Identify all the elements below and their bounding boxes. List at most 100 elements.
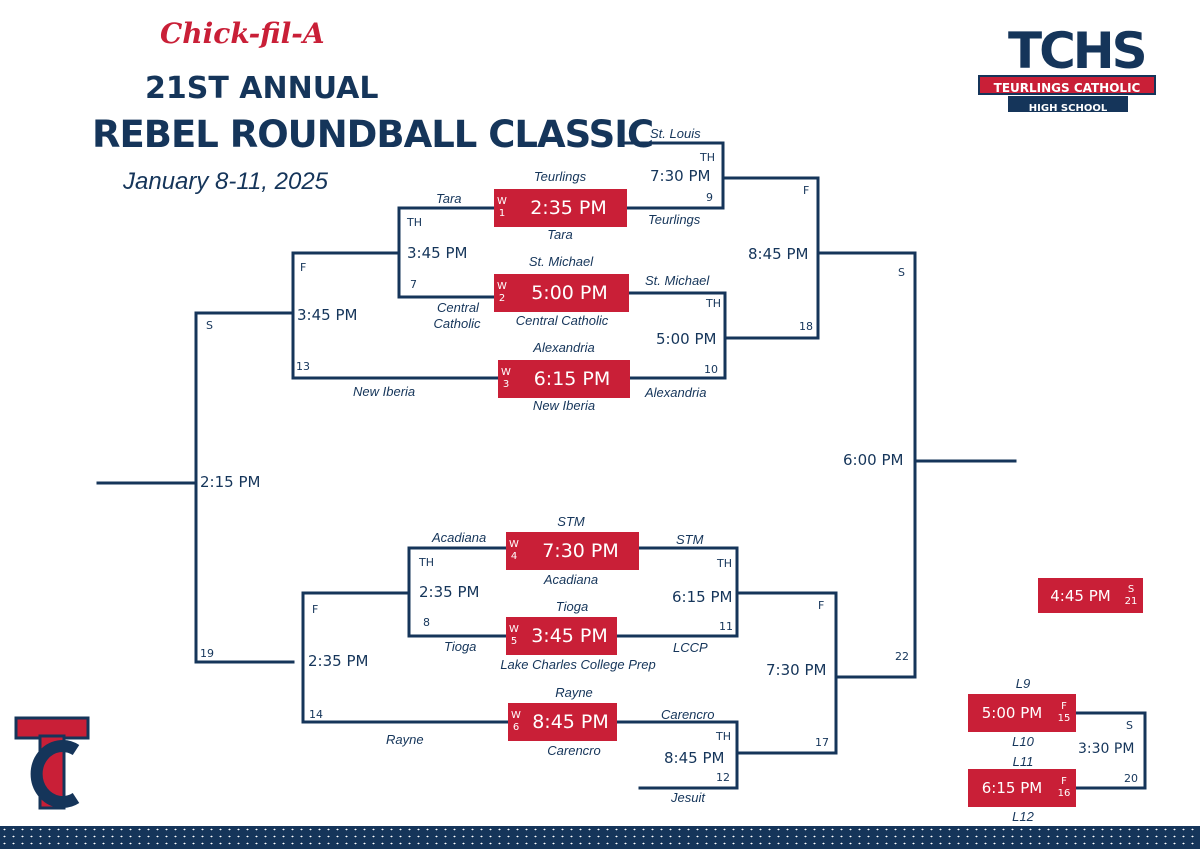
game-17-number: 17 [815, 736, 829, 749]
game-1-day: W [497, 196, 507, 207]
game-21-number: 21 [1124, 595, 1138, 607]
game-12-time: 8:45 PM [664, 749, 725, 767]
game-5-day: W [509, 624, 519, 635]
game-8-day: TH [419, 556, 434, 569]
school-name-line2: HIGH SCHOOL [1028, 103, 1108, 114]
game-9-top-team: St. Louis [650, 126, 701, 141]
game-3-day: W [501, 367, 511, 378]
game-4-day: W [509, 539, 519, 550]
game-13-bottom-team: New Iberia [353, 384, 416, 399]
tc-monogram-logo [14, 716, 90, 810]
game-13-time: 3:45 PM [297, 306, 358, 324]
game-13-day: F [300, 261, 307, 274]
game-15-day: F [1061, 701, 1067, 712]
game-15-bottom-team: L10 [1012, 734, 1034, 749]
game-4-number: 4 [510, 551, 518, 562]
game-7-day: TH [407, 216, 422, 229]
game-9-time: 7:30 PM [650, 167, 711, 185]
game-19-day: S [206, 319, 213, 332]
game-2-number: 2 [498, 293, 506, 304]
game-10-day: TH [706, 297, 721, 310]
game-6-day: W [511, 710, 521, 721]
game-14-number: 14 [309, 708, 323, 721]
game-16-top-team: L11 [1012, 754, 1034, 769]
game-11-bottom-team: LCCP [673, 640, 708, 655]
game-17-time: 7:30 PM [766, 661, 827, 679]
game-10-time: 5:00 PM [656, 330, 717, 348]
game-16-number: 16 [1057, 788, 1071, 799]
game-18-time: 8:45 PM [748, 245, 809, 263]
game-16-time: 6:15 PM [981, 779, 1043, 797]
game-7-number: 7 [410, 278, 417, 291]
sponsor-logo: Chick-fil-A [160, 17, 325, 50]
game-8-bottom-team: Tioga [444, 639, 477, 654]
game-19-time: 2:15 PM [200, 473, 261, 491]
game-11-number: 11 [719, 620, 733, 633]
game-5-top-team: Tioga [555, 599, 589, 614]
school-abbr: TCHS [1008, 22, 1148, 80]
game-14-bottom-team: Rayne [386, 732, 424, 747]
game-6-bottom-team: Carencro [547, 743, 601, 758]
game-1-number: 1 [498, 208, 506, 219]
game-9-day: TH [700, 151, 715, 164]
game-2-top-team: St. Michael [528, 254, 594, 269]
game-3-bottom-team: New Iberia [532, 398, 596, 413]
game-2-bottom-team: Central Catholic [515, 313, 609, 328]
game-22-time: 6:00 PM [843, 451, 904, 469]
game-21-time: 4:45 PM [1050, 586, 1111, 605]
game-20-number: 20 [1124, 772, 1138, 785]
edition-label: 21ST ANNUAL [145, 71, 379, 106]
event-dates: January 8-11, 2025 [123, 168, 329, 195]
game-7-bottom-team-l1: Central [437, 300, 479, 315]
game-20-day: S [1126, 719, 1133, 732]
game-11-day: TH [717, 557, 732, 570]
game-14-time: 2:35 PM [308, 652, 369, 670]
game-15-number: 15 [1057, 713, 1071, 724]
game-22-number: 22 [895, 650, 909, 663]
game-7-bottom-team-l2: Catholic [433, 316, 481, 331]
game-16-day: F [1061, 776, 1067, 787]
game-3-number: 3 [502, 379, 510, 390]
game-5-time: 3:45 PM [531, 625, 608, 647]
game-4-bottom-team: Acadiana [543, 572, 599, 587]
game-4-top-team: STM [557, 514, 585, 529]
game-3-top-team: Alexandria [533, 340, 595, 355]
game-8-number: 8 [423, 616, 430, 629]
game-1-top-team: Teurlings [533, 169, 587, 184]
game-5-bottom-team: Lake Charles College Prep [500, 657, 656, 672]
school-name-banner: TEURLINGS CATHOLIC [978, 75, 1156, 95]
school-logo: TCHS TEURLINGS CATHOLIC HIGH SCHOOL [978, 26, 1163, 116]
monogram-graphic [14, 716, 90, 810]
game-13-number: 13 [296, 360, 310, 373]
game-12-day: TH [716, 730, 731, 743]
game-10-top-team: St. Michael [645, 273, 710, 288]
game-5-number: 5 [510, 636, 518, 647]
game-15-top-team: L9 [1015, 676, 1031, 691]
game-4-time: 7:30 PM [542, 540, 619, 562]
game-2-time: 5:00 PM [531, 282, 608, 304]
game-15-time: 5:00 PM [981, 704, 1043, 722]
school-name-line1: TEURLINGS CATHOLIC [993, 81, 1141, 95]
game-9-bottom-team: Teurlings [648, 212, 701, 227]
game-8-time: 2:35 PM [419, 583, 480, 601]
game-7-top-team: Tara [436, 191, 462, 206]
game-1-bottom-team: Tara [547, 227, 573, 242]
game-12-top-team: Carencro [661, 707, 715, 722]
game-18-day: F [803, 184, 810, 197]
bottom-decorative-band [0, 826, 1200, 849]
game-2-day: W [497, 281, 507, 292]
game-10-number: 10 [704, 363, 718, 376]
page-title: REBEL ROUNDBALL CLASSIC [92, 113, 654, 156]
game-22-day: S [898, 266, 905, 279]
game-14-day: F [312, 603, 319, 616]
